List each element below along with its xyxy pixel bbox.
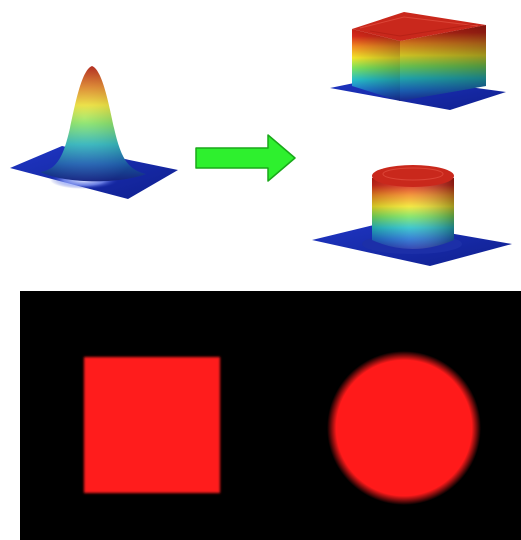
cylinder-top [372,165,454,187]
red-square-spot [84,357,220,493]
arrow-shape [195,134,296,182]
gaussian-surface [10,66,178,199]
intensity-panel [20,291,521,540]
transform-arrow-icon [195,134,296,182]
circular-flat-top-surface [312,165,512,266]
red-circle-spot [327,351,481,505]
square-flat-top-surface [330,12,506,110]
gaussian-peak-shading [40,66,146,182]
